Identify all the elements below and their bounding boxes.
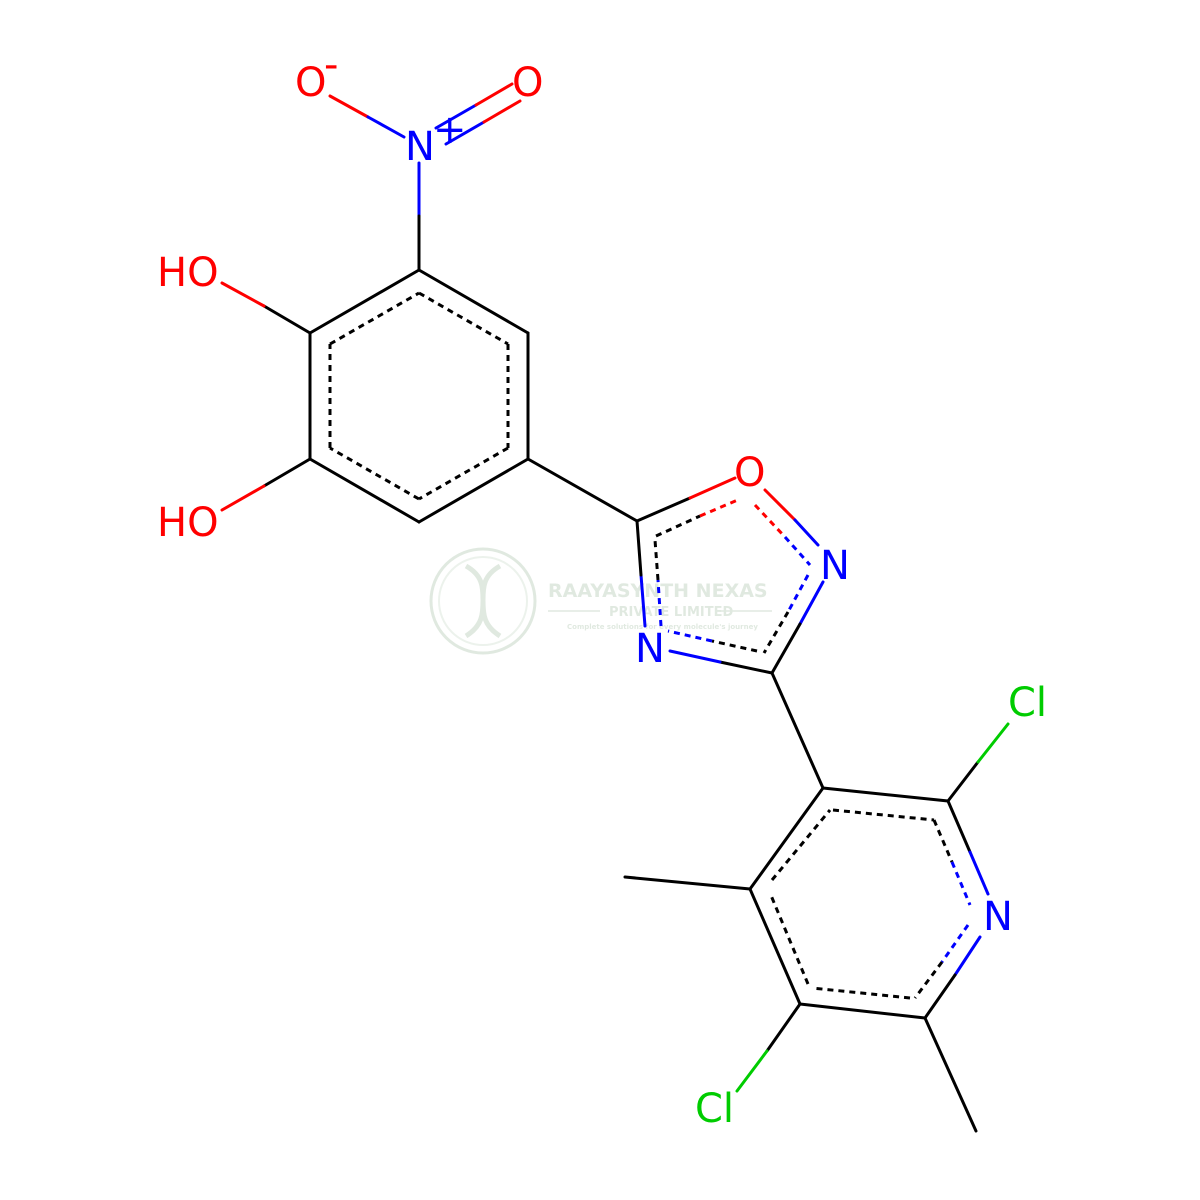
charge-minus: - <box>324 42 338 88</box>
atom-n-ring-left: N <box>635 626 665 672</box>
charge-plus: + <box>433 107 467 153</box>
bond-methyl-left <box>623 875 752 891</box>
atom-cl-bottom: Cl <box>695 1086 734 1132</box>
atom-n-pyridine: N <box>983 894 1013 940</box>
bond-benzene-oxadiazole <box>526 457 639 523</box>
bond-cl-bottom <box>765 1002 802 1053</box>
atom-o-nitro: O <box>512 60 543 106</box>
atom-cl-top: Cl <box>1008 680 1047 726</box>
bond-oh-bottom <box>262 457 312 488</box>
watermark-tagline: Complete solutions for every molecule's … <box>567 623 758 631</box>
atom-ho-top: HO <box>157 250 219 296</box>
bond-o-minus-n <box>328 94 370 119</box>
svg-text:O: O <box>295 60 326 106</box>
bond-oh-top <box>262 304 312 335</box>
atom-n-plus: N + <box>405 107 467 170</box>
watermark-subtitle: PRIVATE LIMITED <box>609 605 734 620</box>
atom-labels: O - O N + HO HO O N N Cl N Cl <box>157 42 1047 1132</box>
watermark-logo-icon <box>429 547 537 655</box>
atom-o-ring: O <box>734 450 765 496</box>
svg-text:N: N <box>405 124 435 170</box>
bond-cl-top <box>946 760 980 803</box>
oxadiazole-ring <box>635 476 825 675</box>
bond-n-o-double-1 <box>434 103 478 130</box>
bonds <box>220 82 1010 1133</box>
bond-oxadiazole-pyridine <box>770 671 825 790</box>
pyridine-ring <box>748 786 990 1020</box>
bond-methyl-bottom <box>923 1016 978 1133</box>
atom-ho-bottom: HO <box>157 500 219 546</box>
watermark: RAAYASYNTH NEXAS PRIVATE LIMITED Complet… <box>429 547 772 655</box>
atom-o-minus: O - <box>295 42 338 106</box>
benzene-ring <box>308 268 530 524</box>
atom-n-ring-right: N <box>820 543 850 589</box>
